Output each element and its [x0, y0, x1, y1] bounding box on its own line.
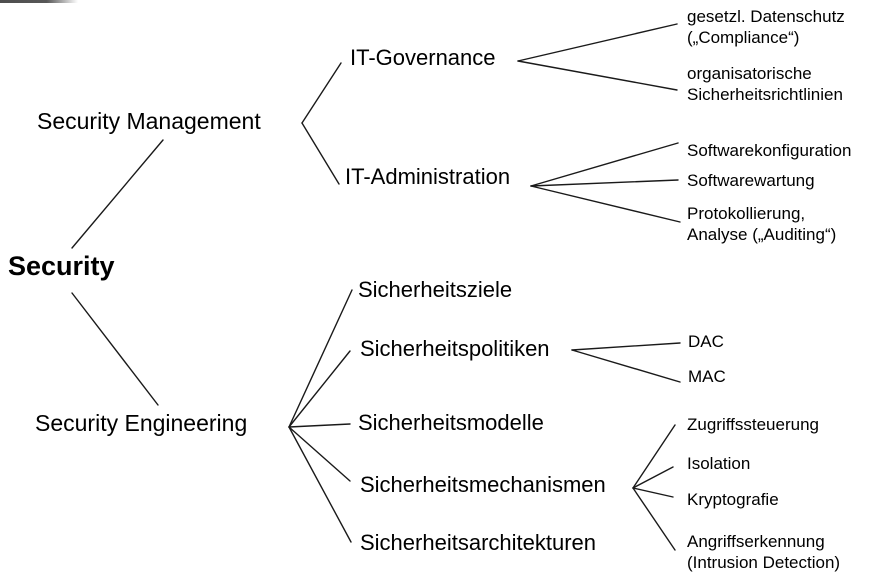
edge-mechanismen-zugriff — [632, 424, 676, 489]
edge-management-administration — [301, 122, 340, 185]
edge-administration-wartung — [530, 179, 679, 187]
node-it-administration: IT-Administration — [345, 164, 511, 189]
edge-mechanismen-angriffserkennung — [632, 487, 676, 551]
node-it-governance: IT-Governance — [350, 45, 496, 70]
edge-governance-datenschutz — [517, 23, 678, 62]
edge-management-governance — [301, 62, 342, 124]
node-security-root: Security — [8, 251, 115, 281]
node-sicherheitspolitiken: Sicherheitspolitiken — [360, 336, 550, 361]
node-security-engineering: Security Engineering — [35, 410, 248, 436]
node-softwarekonfiguration: Softwarekonfiguration — [687, 141, 852, 160]
edge-governance-richtlinien — [517, 60, 678, 91]
node-kryptografie: Kryptografie — [687, 490, 779, 509]
node-organisatorische-richtlinien: organisatorische Sicherheitsrichtlinien — [687, 64, 843, 104]
node-mac: MAC — [688, 367, 726, 386]
node-sicherheitsmechanismen: Sicherheitsmechanismen — [360, 472, 606, 497]
node-isolation: Isolation — [687, 454, 751, 473]
edge-engineering-architekturen — [288, 426, 352, 543]
node-sicherheitsziele: Sicherheitsziele — [358, 277, 513, 302]
node-zugriffssteuerung: Zugriffssteuerung — [687, 415, 819, 434]
edge-mechanismen-kryptografie — [632, 487, 674, 498]
edge-administration-konfiguration — [530, 142, 679, 187]
edge-engineering-politiken — [288, 350, 351, 428]
edge-politiken-mac — [571, 349, 681, 383]
edge-engineering-ziele — [288, 289, 353, 428]
edge-root-management — [71, 139, 164, 249]
edge-engineering-mechanismen — [288, 426, 351, 482]
node-softwarewartung: Softwarewartung — [687, 171, 815, 190]
node-sicherheitsmodelle: Sicherheitsmodelle — [358, 410, 544, 435]
node-gesetzl-datenschutz: gesetzl. Datenschutz („Compliance“) — [687, 7, 845, 47]
edge-root-engineering — [71, 292, 159, 406]
edge-engineering-modelle — [288, 423, 351, 428]
node-security-management: Security Management — [37, 108, 261, 134]
node-dac: DAC — [688, 332, 724, 351]
edge-administration-protokollierung — [530, 185, 681, 223]
node-sicherheitsarchitekturen: Sicherheitsarchitekturen — [360, 530, 597, 555]
node-protokollierung-analyse: Protokollierung, Analyse („Auditing“) — [687, 204, 837, 244]
edge-mechanismen-isolation — [632, 466, 674, 489]
window-edge-artifact — [0, 0, 78, 3]
node-angriffserkennung: Angriffserkennung (Intrusion Detection) — [687, 532, 841, 572]
edge-politiken-dac — [571, 342, 681, 351]
